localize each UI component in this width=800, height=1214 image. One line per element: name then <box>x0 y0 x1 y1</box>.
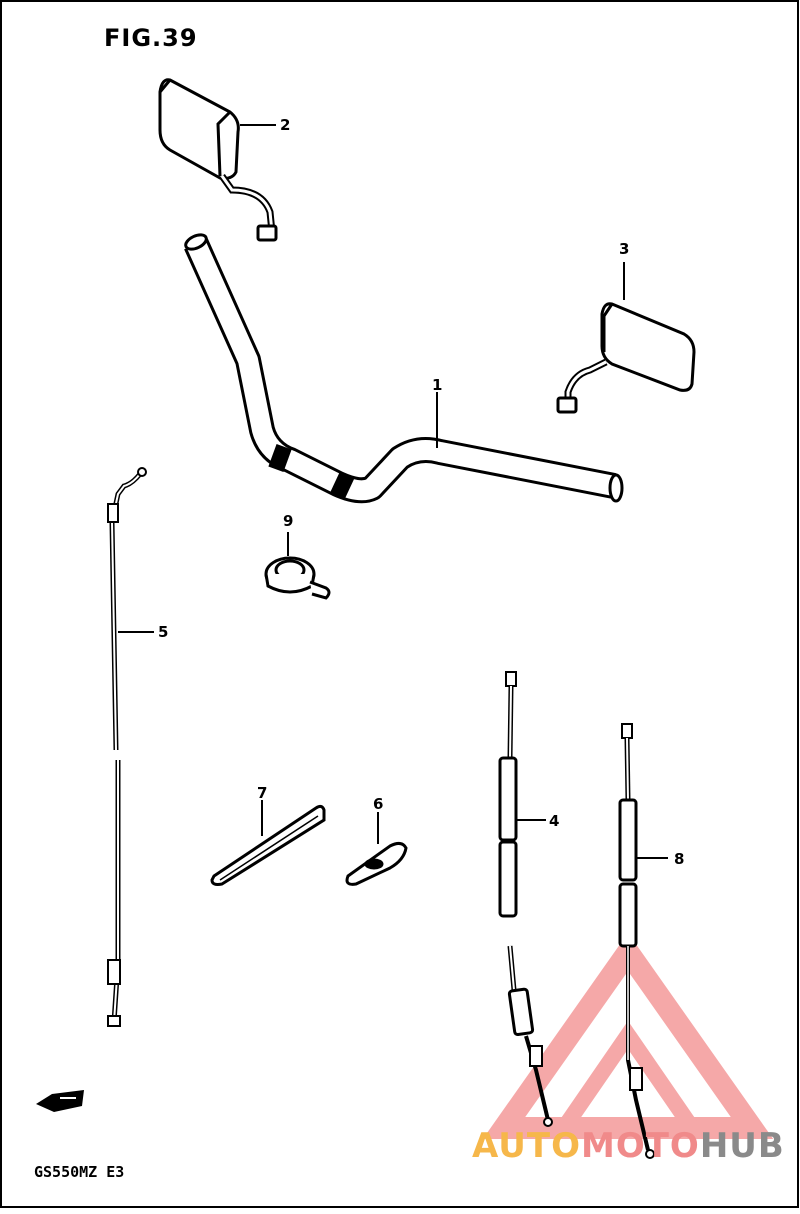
front-arrow-icon <box>36 1090 84 1112</box>
right-cable <box>618 723 655 1159</box>
callout-1: 1 <box>432 376 443 394</box>
watermark-logo-icon <box>482 932 774 1139</box>
clamp-plate <box>345 841 408 886</box>
callout-4: 4 <box>549 812 560 830</box>
watermark-hub: HUB <box>699 1126 785 1166</box>
watermark-auto: AUTO <box>472 1126 581 1166</box>
strap <box>210 804 326 886</box>
callout-9: 9 <box>283 512 294 530</box>
left-cable <box>107 467 147 1027</box>
callout-2: 2 <box>280 116 291 134</box>
left-mirror <box>158 78 278 242</box>
figure-title: FIG.39 <box>104 24 198 52</box>
middle-cable <box>498 671 553 1127</box>
handlebar <box>184 233 624 504</box>
callout-7: 7 <box>257 784 268 802</box>
watermark-moto: MOTO <box>580 1126 700 1166</box>
right-mirror <box>556 302 696 414</box>
callout-6: 6 <box>373 795 384 813</box>
callout-3: 3 <box>619 240 630 258</box>
watermark-text: AUTOMOTOHUB <box>472 1126 785 1166</box>
callout-5: 5 <box>158 623 169 641</box>
model-code: GS550MZ E3 <box>34 1163 125 1181</box>
callout-8: 8 <box>674 850 685 868</box>
throttle-housing <box>264 556 331 600</box>
